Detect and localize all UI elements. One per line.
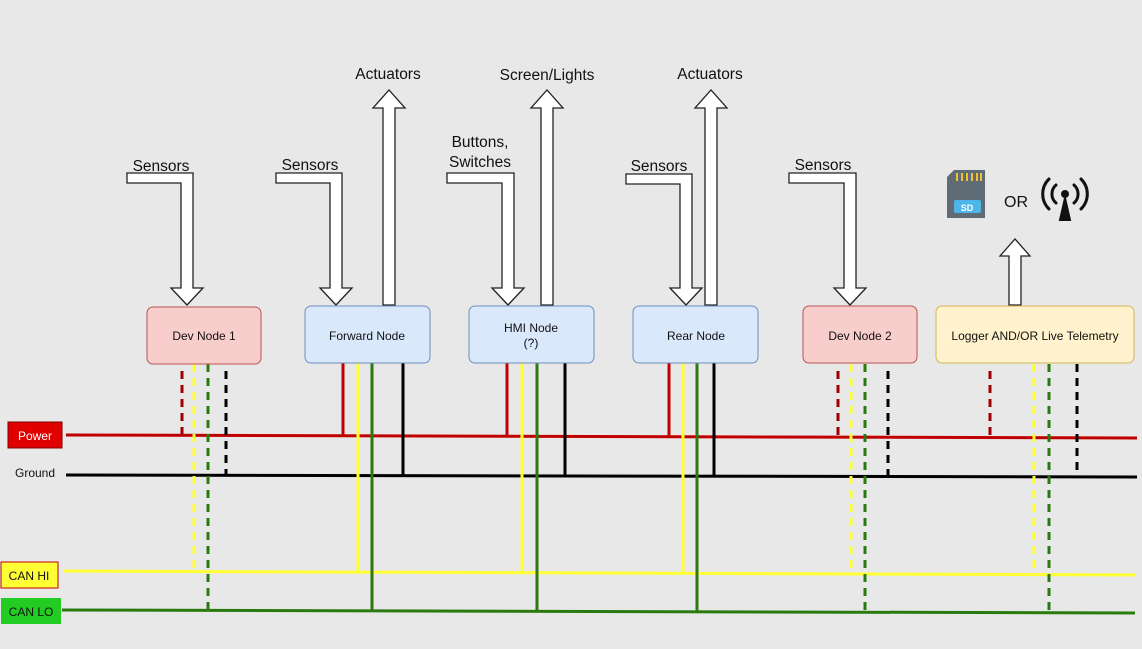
sensors-label-rear: Sensors: [631, 158, 688, 175]
can-lo-label-text: CAN LO: [9, 605, 54, 619]
node-label-dev-2: Dev Node 2: [828, 329, 892, 343]
node-dev-1: Dev Node 1: [146, 306, 262, 365]
sensors-label-dev2: Sensors: [795, 157, 852, 174]
sd-card-icon: SD: [947, 170, 985, 218]
rear-node-connections: [667, 362, 716, 612]
node-label-dev-1: Dev Node 1: [172, 329, 236, 343]
logger-node-connections: [988, 364, 1079, 612]
switches-label: Switches: [449, 154, 511, 171]
screen-arrow-hmi: [529, 89, 565, 306]
logger-output-arrow: [998, 238, 1032, 306]
sensors-arrow-dev2: [788, 172, 868, 306]
hmi-node-connections: [505, 362, 567, 611]
node-label-hmi-sub: (?): [524, 336, 539, 350]
can-hi-bus-line: [62, 569, 1136, 577]
sensors-arrow-dev1: [126, 172, 205, 306]
node-label-forward: Forward Node: [329, 329, 405, 343]
screen-lights-label: Screen/Lights: [500, 67, 595, 84]
node-dev-2: Dev Node 2: [802, 305, 918, 364]
node-label-logger: Logger AND/OR Live Telemetry: [951, 329, 1118, 343]
can-lo-bus-line: [61, 608, 1136, 615]
actuators-arrow-forward: [371, 89, 407, 306]
input-arrows: [126, 172, 868, 306]
output-arrows: [371, 89, 1032, 306]
ground-bus-label: Ground: [15, 466, 55, 480]
power-label-text: Power: [18, 429, 52, 443]
dev-node-1-connections: [180, 364, 228, 610]
actuators-arrow-rear: [693, 89, 729, 306]
can-hi-bus-label: CAN HI: [0, 561, 59, 589]
can-hi-label-text: CAN HI: [9, 569, 50, 583]
sd-card-label: SD: [961, 203, 974, 213]
sensors-label-forward: Sensors: [282, 157, 339, 174]
node-rear: Rear Node: [632, 305, 759, 364]
sensors-arrow-rear: [625, 173, 704, 306]
or-label: OR: [1004, 194, 1028, 211]
sensors-arrow-forward: [275, 172, 354, 306]
dev-node-2-connections: [836, 364, 890, 612]
ground-bus-line: [65, 473, 1138, 479]
node-hmi: HMI Node (?): [468, 305, 595, 364]
buttons-arrow-hmi: [446, 172, 526, 306]
node-label-hmi: HMI Node: [504, 321, 558, 335]
node-forward: Forward Node: [304, 305, 431, 364]
node-label-rear: Rear Node: [667, 329, 725, 343]
power-bus-line: [65, 433, 1138, 440]
sensors-label-dev1: Sensors: [133, 158, 190, 175]
actuators-label-rear: Actuators: [677, 66, 743, 83]
can-lo-bus-label: CAN LO: [1, 598, 61, 624]
power-bus-label: Power: [7, 421, 63, 449]
forward-node-connections: [341, 362, 405, 611]
antenna-icon: [1041, 177, 1089, 221]
actuators-label-forward: Actuators: [355, 66, 421, 83]
buttons-label: Buttons,: [452, 134, 509, 151]
node-logger: Logger AND/OR Live Telemetry: [935, 305, 1135, 364]
